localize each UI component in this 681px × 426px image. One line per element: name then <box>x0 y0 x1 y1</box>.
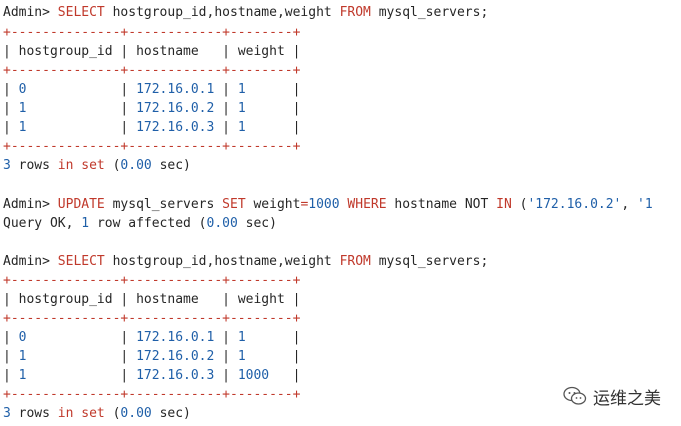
cell-hostname: 172.16.0.2 <box>136 349 215 364</box>
table-border: +--------------+------------+--------+ <box>3 273 301 288</box>
cell-hostgroup: 0 <box>18 330 27 345</box>
sql-keyword: in <box>57 406 74 421</box>
cell-weight: 1 <box>237 330 246 345</box>
query-time: 0.00 <box>120 406 152 421</box>
cell-hostgroup: 1 <box>18 368 27 383</box>
cell-weight: 1 <box>237 82 246 97</box>
table-border: +--------------+------------+--------+ <box>3 387 301 402</box>
time-unit: sec) <box>159 406 191 421</box>
sql-keyword: SET <box>222 197 246 212</box>
sql-string: '1 <box>637 197 653 212</box>
table-row: | 0 | 172.16.0.1 | 1 | <box>3 82 301 97</box>
sql-keyword: SELECT <box>57 254 105 269</box>
sql-keyword: in <box>57 158 74 173</box>
sql-number: 1000 <box>308 197 340 212</box>
rows-count: 3 <box>3 158 11 173</box>
table-row: | 1 | 172.16.0.2 | 1 | <box>3 101 301 116</box>
result-summary: 3 rows in set (0.00 sec) <box>3 406 191 421</box>
table-header: | hostgroup_id | hostname | weight | <box>3 292 301 307</box>
sql-keyword: set <box>81 158 105 173</box>
rows-word: rows <box>18 158 50 173</box>
sql-columns: hostgroup_id,hostname,weight <box>112 5 332 20</box>
cell-hostgroup: 1 <box>18 101 27 116</box>
prompt-line: Admin> SELECT hostgroup_id,hostname,weig… <box>3 3 488 22</box>
prompt: Admin> <box>3 254 50 269</box>
sql-table: mysql_servers; <box>378 5 489 20</box>
cell-hostgroup: 1 <box>18 120 27 135</box>
affected-count: 1 <box>81 216 90 231</box>
sql-keyword: IN <box>496 197 512 212</box>
table-row: | 1 | 172.16.0.3 | 1000 | <box>3 368 301 383</box>
result-summary: 3 rows in set (0.00 sec) <box>3 158 191 173</box>
column-header: hostname <box>136 44 199 59</box>
prompt-line: Admin> UPDATE mysql_servers SET weight=1… <box>3 197 653 212</box>
table-row: | 1 | 172.16.0.2 | 1 | <box>3 349 301 364</box>
sql-keyword: SELECT <box>57 5 105 20</box>
table-border: +--------------+------------+--------+ <box>3 63 301 78</box>
sql-column: weight <box>253 197 301 212</box>
sql-keyword: WHERE <box>347 197 387 212</box>
cell-hostname: 172.16.0.3 <box>136 120 215 135</box>
sql-keyword: FROM <box>339 254 371 269</box>
wechat-icon <box>563 386 587 406</box>
query-status: Query OK, <box>3 216 74 231</box>
sql-columns: hostgroup_id,hostname,weight <box>112 254 332 269</box>
prompt-line: Admin> SELECT hostgroup_id,hostname,weig… <box>3 252 488 271</box>
table-row: | 1 | 172.16.0.3 | 1 | <box>3 120 301 135</box>
query-time: 0.00 <box>206 216 238 231</box>
table-border: +--------------+------------+--------+ <box>3 139 301 154</box>
sql-string: '172.16.0.2' <box>527 197 622 212</box>
column-header: hostgroup_id <box>18 292 113 307</box>
column-header: weight <box>237 292 285 307</box>
cell-weight: 1 <box>237 120 246 135</box>
table-border: +--------------+------------+--------+ <box>3 25 301 40</box>
watermark: 运维之美 <box>563 384 661 409</box>
cell-weight: 1000 <box>237 368 270 383</box>
cell-weight: 1 <box>237 349 246 364</box>
time-unit: sec) <box>245 216 277 231</box>
cell-hostname: 172.16.0.1 <box>136 330 215 345</box>
sql-table: mysql_servers; <box>378 254 489 269</box>
prompt: Admin> <box>3 5 50 20</box>
sql-keyword: UPDATE <box>57 197 105 212</box>
column-header: hostgroup_id <box>18 44 113 59</box>
cell-hostgroup: 0 <box>18 82 27 97</box>
table-border: +--------------+------------+--------+ <box>3 311 301 326</box>
sql-table: mysql_servers <box>112 197 215 212</box>
affected-text: row affected <box>96 216 191 231</box>
table-row: | 0 | 172.16.0.1 | 1 | <box>3 330 301 345</box>
cell-hostgroup: 1 <box>18 349 27 364</box>
column-header: weight <box>237 44 285 59</box>
sql-keyword: FROM <box>339 5 371 20</box>
column-header: hostname <box>136 292 199 307</box>
cell-hostname: 172.16.0.3 <box>136 368 215 383</box>
update-result: Query OK, 1 row affected (0.00 sec) <box>3 216 277 231</box>
cell-hostname: 172.16.0.1 <box>136 82 215 97</box>
rows-count: 3 <box>3 406 11 421</box>
table-header: | hostgroup_id | hostname | weight | <box>3 44 301 59</box>
sql-column: hostname NOT <box>394 197 489 212</box>
query-time: 0.00 <box>120 158 152 173</box>
sql-keyword: set <box>81 406 105 421</box>
cell-hostname: 172.16.0.2 <box>136 101 215 116</box>
rows-word: rows <box>18 406 50 421</box>
watermark-text: 运维之美 <box>593 388 661 409</box>
time-unit: sec) <box>159 158 191 173</box>
cell-weight: 1 <box>237 101 246 116</box>
prompt: Admin> <box>3 197 50 212</box>
